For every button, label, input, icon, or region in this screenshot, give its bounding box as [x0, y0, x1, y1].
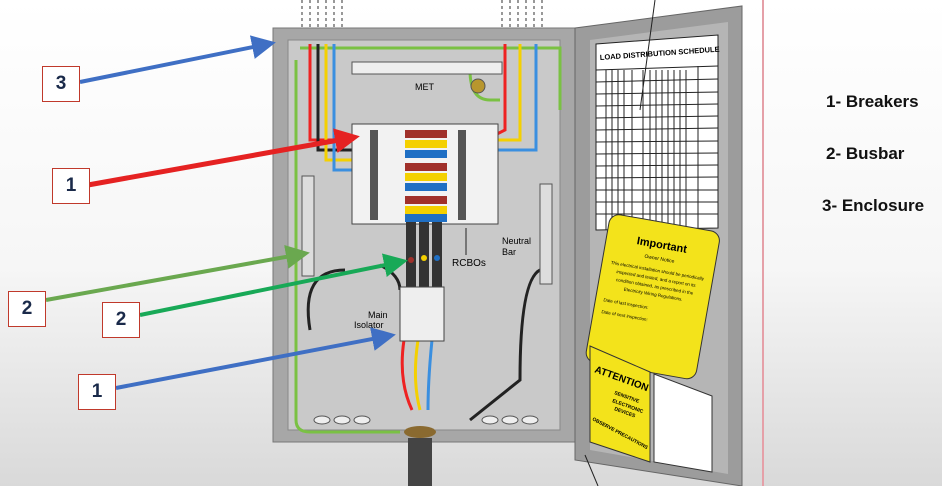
neutral-bar [539, 183, 553, 285]
met-bar [351, 61, 503, 75]
rcbos-label: RCBOs [452, 258, 486, 269]
supply-cable [408, 438, 432, 486]
earth-terminal-icon [470, 78, 486, 94]
load-distribution-schedule: LOAD DISTRIBUTION SCHEDULE [595, 34, 720, 231]
main-isolator [399, 286, 445, 342]
neutral-bar-label: Bar [502, 247, 516, 257]
breakers-rcbos [351, 123, 499, 225]
callout-breakers: 1 [52, 168, 90, 204]
pointer-arrow-earth [584, 454, 599, 486]
arrow-breakers [87, 128, 360, 188]
attention-sign: ATTENTION SENSITIVE ELECTRONIC DEVICES O… [589, 345, 713, 473]
legend-enclosure: 3- Enclosure [822, 196, 925, 215]
important-subtitle: Owner Notice [644, 254, 675, 265]
earth-bar [301, 175, 315, 277]
arrow-enclosure [79, 35, 276, 84]
legend-busbar: 2- Busbar [826, 144, 905, 163]
important-notice-sign: Important Owner Notice This electrical i… [585, 214, 720, 380]
legend-breakers: 1- Breakers [826, 92, 919, 111]
arrow-main-isolator [115, 327, 396, 390]
neutral-bar-label: Neutral [502, 236, 531, 246]
callout-enclosure: 3 [42, 66, 80, 102]
met-label: MET [415, 82, 435, 92]
callout-main-isolator: 1 [78, 374, 116, 410]
pointer-arrow [639, 0, 656, 111]
incoming-cables [301, 0, 543, 40]
arrow-busbar [139, 253, 408, 317]
arrow-busbar-earth [45, 245, 310, 302]
main-isolator-label: Isolator [354, 320, 384, 330]
slide-divider-line [762, 0, 764, 486]
main-isolator-label: Main [368, 310, 388, 320]
callout-busbar: 2 [102, 302, 140, 338]
callout-busbar-earth: 2 [8, 291, 46, 327]
